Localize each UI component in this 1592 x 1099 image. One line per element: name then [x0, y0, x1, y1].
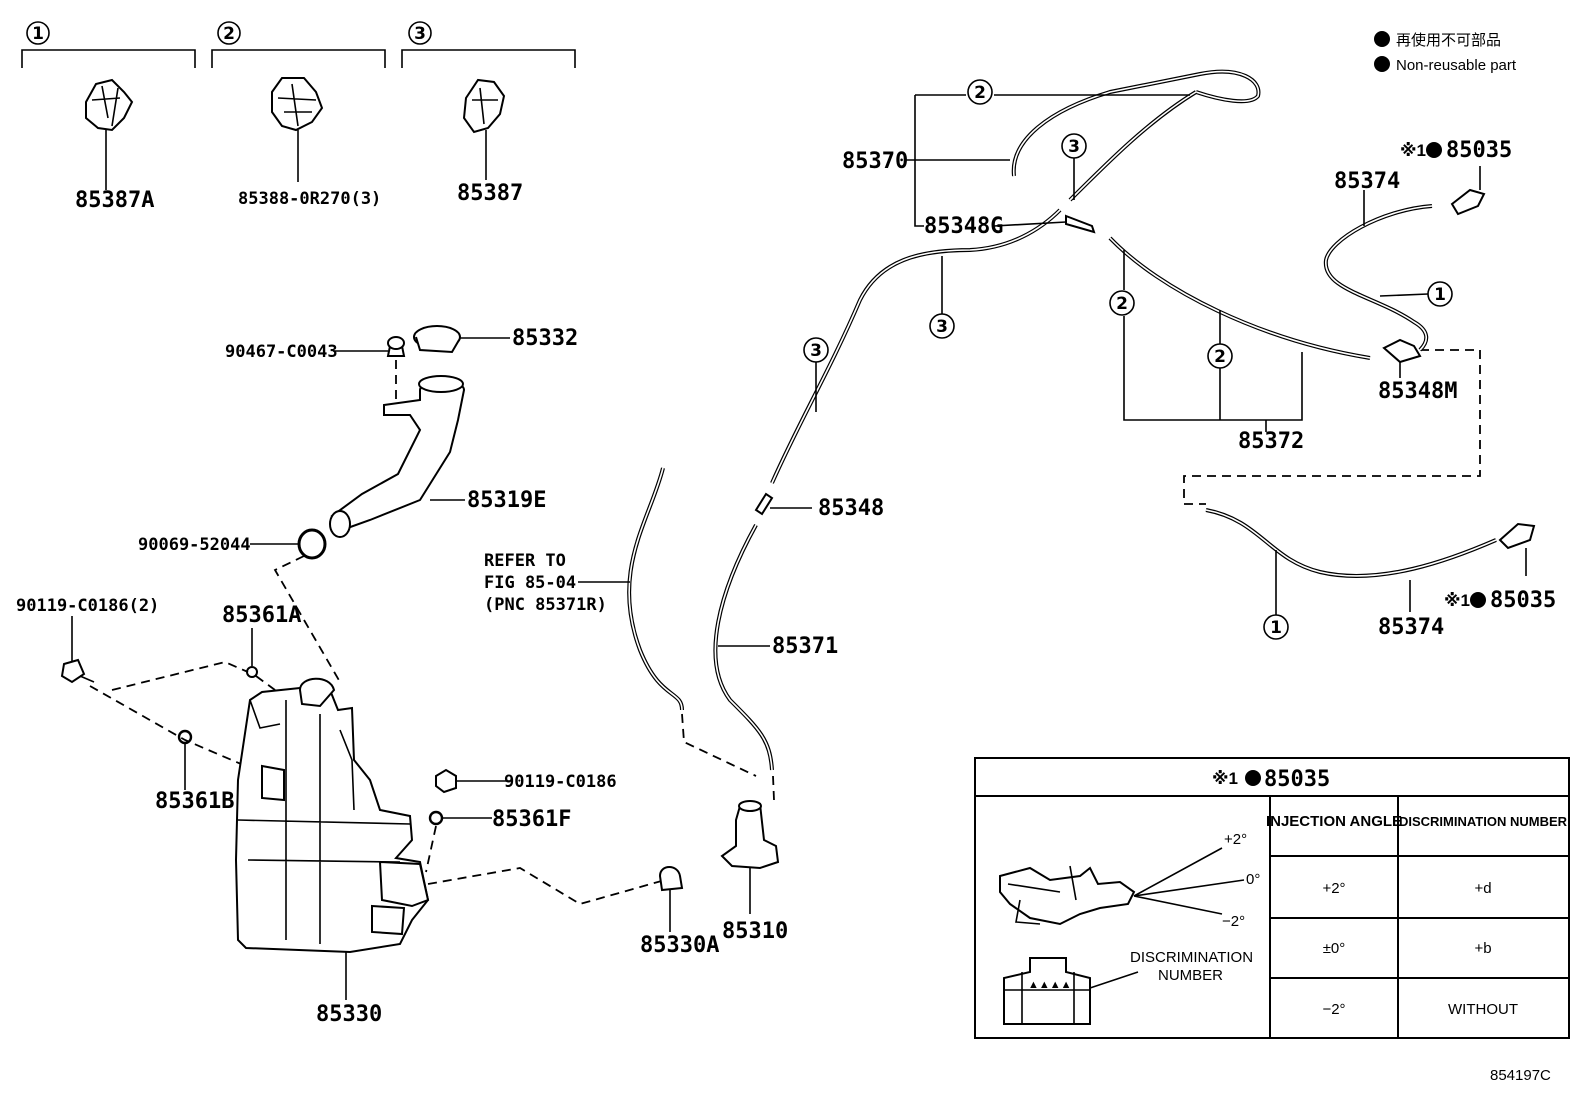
angle-minus-label: −2° [1222, 913, 1245, 930]
refer-line-2: FIG 85-04 [484, 573, 576, 593]
legend: 再使用不可部品 Non-reusable part [1374, 31, 1517, 74]
washer-tank: 85330 [234, 677, 430, 1027]
refer-line-3: (PNC 85371R) [484, 595, 607, 615]
clip-group-2: 2 85388-0R270(3) [211, 21, 386, 209]
tank-right-fasteners: 90119-C0186 85361F [425, 768, 617, 873]
refer-line-1: REFER TO [484, 551, 566, 571]
part-85348-label: 85348 [818, 496, 884, 521]
part-85035b-label: 85035 [1490, 588, 1556, 613]
part-85332-label: 85332 [512, 326, 578, 351]
part-85330-label: 85330 [316, 1002, 382, 1027]
figure-id: 854197C [1490, 1067, 1551, 1084]
table-row-3-angle: −2° [1322, 1001, 1345, 1018]
nozzle-hoses-right: 85348M 85374 1 ※1 85035 ※1 85035 85374 1 [1183, 138, 1556, 640]
disc-label-1: DISCRIMINATION [1130, 949, 1253, 966]
legend-jp: 再使用不可部品 [1396, 32, 1501, 49]
table-row-1-number: +d [1474, 880, 1491, 897]
part-85374b-label: 85374 [1378, 615, 1444, 640]
part-85310-label: 85310 [722, 919, 788, 944]
filler-cap-assembly: 85332 90467-C0043 85319E 90069-52044 [138, 325, 578, 683]
angle-zero-label: 0° [1246, 871, 1260, 888]
part-90467-label: 90467-C0043 [225, 342, 338, 362]
part-85370-label: 85370 [842, 149, 908, 174]
table-title: 85035 [1264, 767, 1330, 792]
part-90119-label: 90119-C0186 [504, 772, 617, 792]
part-85035a-label: 85035 [1446, 138, 1512, 163]
part-85374a-label: 85374 [1334, 169, 1400, 194]
part-85371-label: 85371 [772, 634, 838, 659]
marker-3-mid: 3 [936, 317, 948, 337]
part-85388-label: 85388-0R270(3) [238, 189, 381, 209]
nozzle-table: ※1 85035 INJECTION ANGLE DISCRIMINATION … [974, 757, 1570, 1039]
tank-fasteners: 90119-C0186(2) 85361A 85361B [16, 596, 301, 814]
part-85361B-label: 85361B [155, 789, 234, 814]
marker-3-left: 3 [810, 341, 822, 361]
clip-group-1: 1 85387A [21, 21, 196, 213]
part-85361A-label: 85361A [222, 603, 301, 628]
part-85348M-label: 85348M [1378, 379, 1457, 404]
table-row-1-angle: +2° [1322, 880, 1345, 897]
part-85387A-label: 85387A [75, 188, 154, 213]
part-85361F-label: 85361F [492, 807, 571, 832]
table-col-injection: INJECTION ANGLE [1266, 813, 1402, 830]
marker-2-top: 2 [974, 83, 986, 103]
angle-plus-label: +2° [1224, 831, 1247, 848]
part-85348G-label: 85348G [924, 214, 1003, 239]
marker-2-left: 2 [1116, 294, 1128, 314]
table-row-2-angle: ±0° [1323, 940, 1346, 957]
part-90069-label: 90069-52044 [138, 535, 251, 555]
disc-label-2: NUMBER [1158, 967, 1223, 984]
part-85387-label: 85387 [457, 181, 523, 206]
part-85035b-prefix: ※1 [1444, 591, 1470, 610]
table-title-prefix: ※1 [1212, 769, 1238, 788]
clip-group-3-number: 3 [414, 24, 426, 44]
part-90119-x2-label: 90119-C0186(2) [16, 596, 159, 616]
disc-marks: ▲▲▲▲ [1028, 979, 1072, 991]
marker-3-upper: 3 [1068, 137, 1080, 157]
part-85372-label: 85372 [1238, 429, 1304, 454]
clip-group-2-number: 2 [223, 24, 235, 44]
marker-1-lower: 1 [1270, 618, 1282, 638]
clip-group-1-number: 1 [32, 24, 44, 44]
part-85330A-label: 85330A [640, 933, 719, 958]
marker-1-upper: 1 [1434, 285, 1446, 305]
hood-hoses: 85370 85348G 2 3 3 3 2 2 85372 [803, 69, 1371, 454]
marker-2-mid: 2 [1214, 347, 1226, 367]
clip-group-3: 3 85387 [401, 21, 576, 206]
hoses-center: REFER TO FIG 85-04 (PNC 85371R) 85371 85… [484, 208, 1062, 801]
washer-pump: 85330A 85310 [427, 800, 788, 958]
table-row-2-number: +b [1474, 940, 1491, 957]
table-row-3-number: WITHOUT [1448, 1001, 1518, 1018]
legend-en: Non-reusable part [1396, 57, 1517, 74]
part-85035a-prefix: ※1 [1400, 141, 1426, 160]
table-col-discrimination: DISCRIMINATION NUMBER [1399, 814, 1568, 829]
part-85319E-label: 85319E [467, 488, 546, 513]
